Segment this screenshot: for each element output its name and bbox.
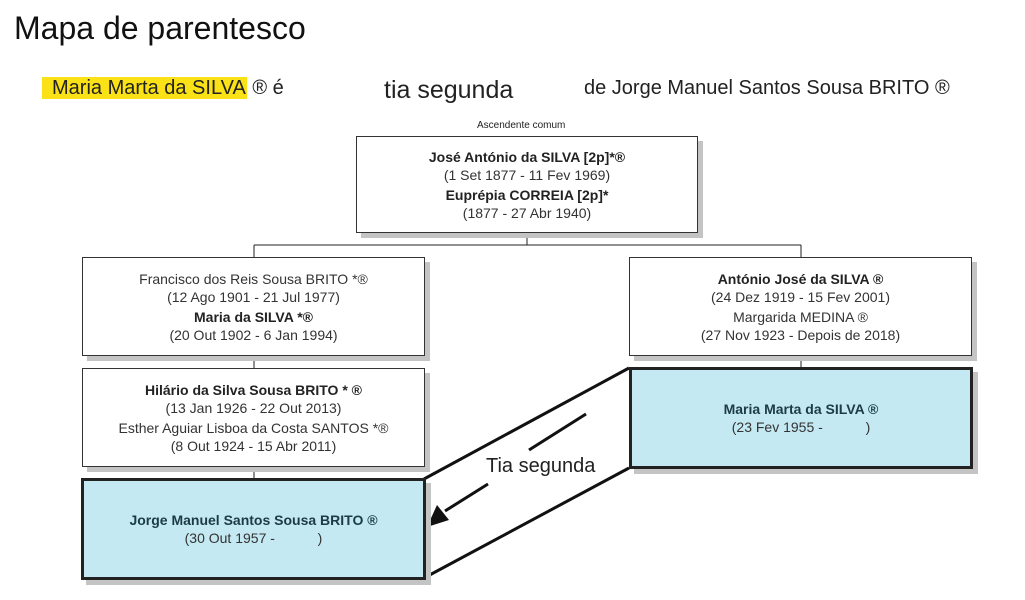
person-name: Hilário da Silva Sousa BRITO * ® — [144, 381, 362, 398]
person-b-label: de Jorge Manuel Santos Sousa BRITO ® — [584, 77, 950, 99]
person-dates: (13 Jan 1926 - 22 Out 2013) — [165, 399, 342, 416]
person-name: Francisco dos Reis Sousa BRITO *® — [139, 270, 368, 287]
relationship-label: tia segunda — [384, 76, 514, 104]
person-dates: (30 Out 1957 - ) — [184, 530, 323, 546]
spouse-name: Euprépia CORREIA [2p]* — [445, 186, 609, 203]
person-dates: (23 Fev 1955 - ) — [731, 419, 871, 435]
spouse-name: Maria da SILVA *® — [194, 308, 313, 325]
spouse-name: Esther Aguiar Lisboa da Costa SANTOS *® — [118, 419, 389, 436]
person-dates: (24 Dez 1919 - 15 Fev 2001) — [711, 288, 890, 305]
page-title: Mapa de parentesco — [14, 10, 306, 46]
person-a-highlight: Maria Marta da SILVA — [42, 77, 247, 99]
subject-box-jorge-manuel[interactable]: Jorge Manuel Santos Sousa BRITO ® (30 Ou… — [81, 478, 426, 580]
relationship-summary: Maria Marta da SILVA ® é — [42, 77, 284, 100]
spouse-dates: (27 Nov 1923 - Depois de 2018) — [700, 326, 901, 343]
left-generation-2-box[interactable]: Hilário da Silva Sousa BRITO * ® (13 Jan… — [82, 368, 425, 467]
person-name: Maria Marta da SILVA ® — [723, 401, 879, 417]
spouse-dates: (8 Out 1924 - 15 Abr 2011) — [170, 437, 337, 454]
person-name: José António da SILVA [2p]*® — [428, 148, 626, 165]
spouse-dates: (20 Out 1902 - 6 Jan 1994) — [169, 326, 338, 343]
person-name: Jorge Manuel Santos Sousa BRITO ® — [129, 512, 378, 528]
person-dates: (1 Set 1877 - 11 Fev 1969) — [443, 166, 611, 183]
relation-band-bottom — [423, 466, 630, 580]
left-generation-1-box[interactable]: Francisco dos Reis Sousa BRITO *® (12 Ag… — [82, 257, 425, 356]
summary-verb: ® é — [246, 77, 284, 99]
spouse-dates: (1877 - 27 Abr 1940) — [462, 204, 592, 221]
common-ancestor-box[interactable]: José António da SILVA [2p]*® (1 Set 1877… — [356, 136, 698, 233]
spouse-name: Margarida MEDINA ® — [733, 308, 868, 325]
person-dates: (12 Ago 1901 - 21 Jul 1977) — [167, 288, 340, 305]
subject-box-maria-marta[interactable]: Maria Marta da SILVA ® (23 Fev 1955 - ) — [629, 367, 973, 469]
relation-band-top — [423, 366, 630, 481]
arrow-relation-label: Tia segunda — [486, 455, 596, 477]
arrowhead-icon — [427, 505, 449, 527]
person-name: António José da SILVA ® — [717, 270, 884, 287]
right-generation-1-box[interactable]: António José da SILVA ® (24 Dez 1919 - 1… — [629, 257, 972, 356]
common-ancestor-label: Ascendente comum — [477, 120, 566, 131]
